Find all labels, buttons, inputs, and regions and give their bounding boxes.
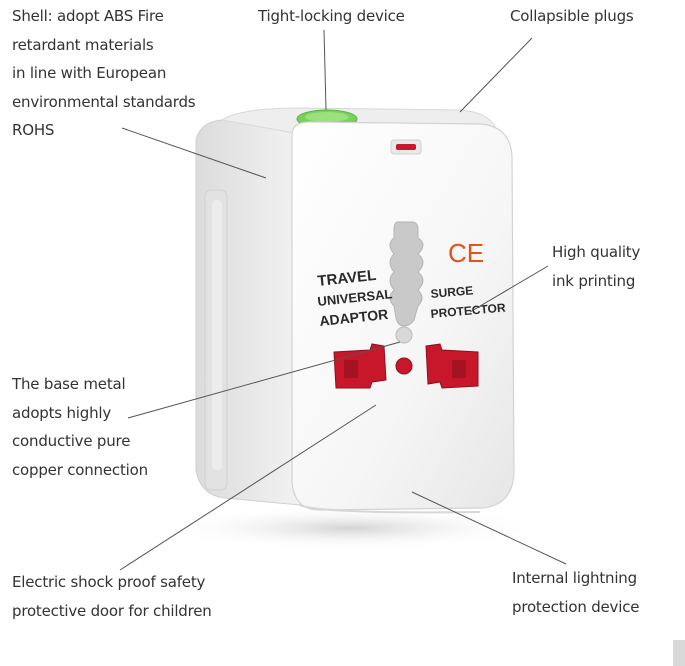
print-protector: PROTECTOR [430,300,506,321]
earth-hole [395,357,413,375]
callout-shock-proof: Electric shock proof safety protective d… [12,573,212,620]
floor-shadow [160,506,540,550]
callout-tight-locking: Tight-locking device [258,7,405,25]
print-surge: SURGE [430,283,474,301]
scrollbar-thumb[interactable] [673,640,685,666]
ce-mark: CE [448,238,484,268]
indicator-light [396,144,416,150]
callout-shell-material: Shell: adopt ABS Fire retardant material… [12,7,196,139]
leader-tight-locking [323,29,327,111]
leader-lightning [411,491,567,565]
callout-collapsible-plugs: Collapsible plugs [510,7,634,25]
callout-lightning-protection: Internal lightning protection device [512,569,640,616]
side-groove-inner [212,200,222,470]
callout-base-metal: The base metal adopts highly conductive … [12,375,148,479]
center-slot [389,221,424,327]
center-pin-hole [395,326,413,344]
callout-ink-printing: High quality ink printing [552,243,641,290]
print-travel: TRAVEL [317,267,377,290]
leader-collapsible [459,37,533,113]
print-adaptor: ADAPTOR [319,306,389,329]
leader-base-metal [127,341,401,419]
leader-ink-printing [469,265,549,313]
leader-shock-proof [119,404,377,571]
leader-shell [121,127,267,179]
